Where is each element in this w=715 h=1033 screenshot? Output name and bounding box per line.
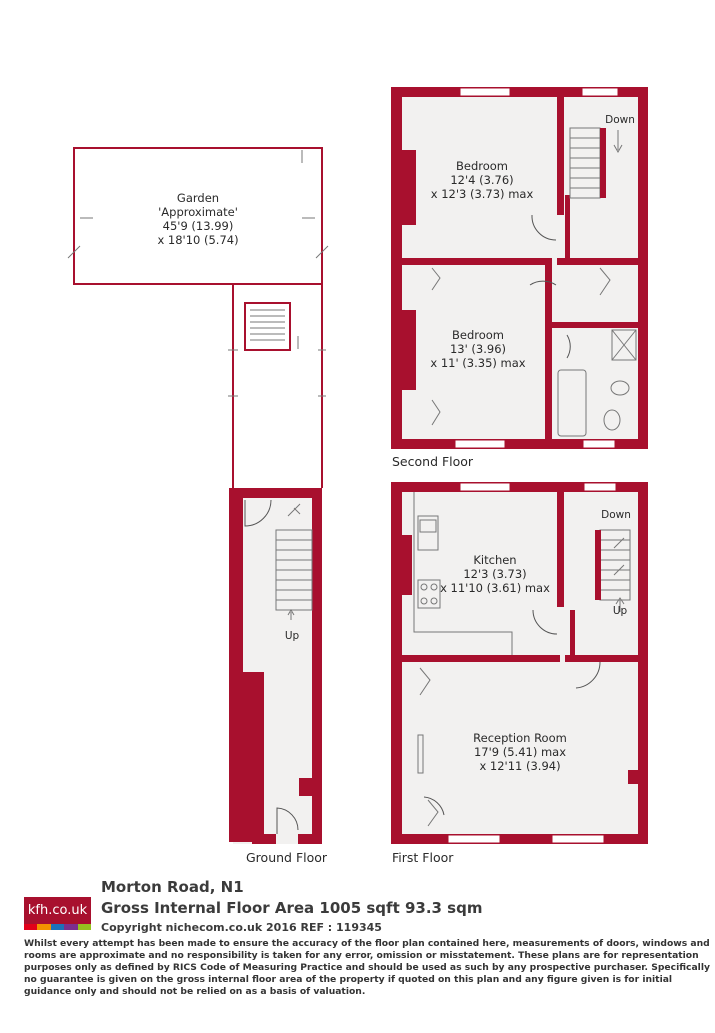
ground-stairs-up-label: Up <box>285 630 300 642</box>
logo-color-bar <box>24 924 92 930</box>
reception-dim2: x 12'11 (3.94) <box>479 759 560 773</box>
bedroom-rear-dim1: 13' (3.96) <box>450 342 506 356</box>
garden-area <box>67 147 329 488</box>
second-floor-title: Second Floor <box>392 454 474 469</box>
logo-stripe <box>24 924 38 930</box>
logo-stripe <box>77 924 92 930</box>
reception-dim1: 17'9 (5.41) max <box>474 745 566 759</box>
kitchen-dim1: 12'3 (3.73) <box>463 567 526 581</box>
logo-stripe <box>37 924 51 930</box>
reception-name: Reception Room <box>473 731 567 745</box>
second-floor-plan <box>391 87 648 449</box>
ground-floor-title: Ground Floor <box>246 850 328 865</box>
first-floor-title: First Floor <box>392 850 454 865</box>
first-stairs-down-label: Down <box>601 509 631 521</box>
kfh-logo: kfh.co.uk <box>24 897 92 930</box>
kitchen-dim2: x 11'10 (3.61) max <box>440 581 550 595</box>
second-floor-labels: Bedroom 12'4 (3.76) x 12'3 (3.73) max Be… <box>430 114 634 370</box>
garden-name: Garden <box>177 191 219 205</box>
kitchen-name: Kitchen <box>473 553 516 567</box>
property-address: Morton Road, N1 <box>101 878 244 896</box>
ground-floor-plan: Up <box>229 488 322 844</box>
logo-stripe <box>64 924 78 930</box>
copyright-ref: Copyright nichecom.co.uk 2016 REF : 1193… <box>101 921 382 934</box>
disclaimer-text: Whilst every attempt has been made to en… <box>24 938 710 997</box>
garden-qualifier: 'Approximate' <box>158 205 238 219</box>
bedroom-front-dim1: 12'4 (3.76) <box>450 173 513 187</box>
bedroom-front-dim2: x 12'3 (3.73) max <box>431 187 534 201</box>
second-stairs-down-label: Down <box>605 114 635 126</box>
garden-label: Garden 'Approximate' 45'9 (13.99) x 18'1… <box>157 191 238 247</box>
floor-area: Gross Internal Floor Area 1005 sqft 93.3… <box>101 899 483 917</box>
first-stairs-up-label: Up <box>613 605 628 617</box>
logo-stripe <box>50 924 65 930</box>
garden-dim1: 45'9 (13.99) <box>163 219 234 233</box>
bedroom-rear-dim2: x 11' (3.35) max <box>430 356 525 370</box>
garden-dim2: x 18'10 (5.74) <box>157 233 238 247</box>
first-floor-labels: Kitchen 12'3 (3.73) x 11'10 (3.61) max R… <box>440 509 631 773</box>
bedroom-rear-name: Bedroom <box>452 328 504 342</box>
first-floor-plan <box>391 482 648 844</box>
logo-text: kfh.co.uk <box>27 903 88 918</box>
bedroom-front-name: Bedroom <box>456 159 508 173</box>
